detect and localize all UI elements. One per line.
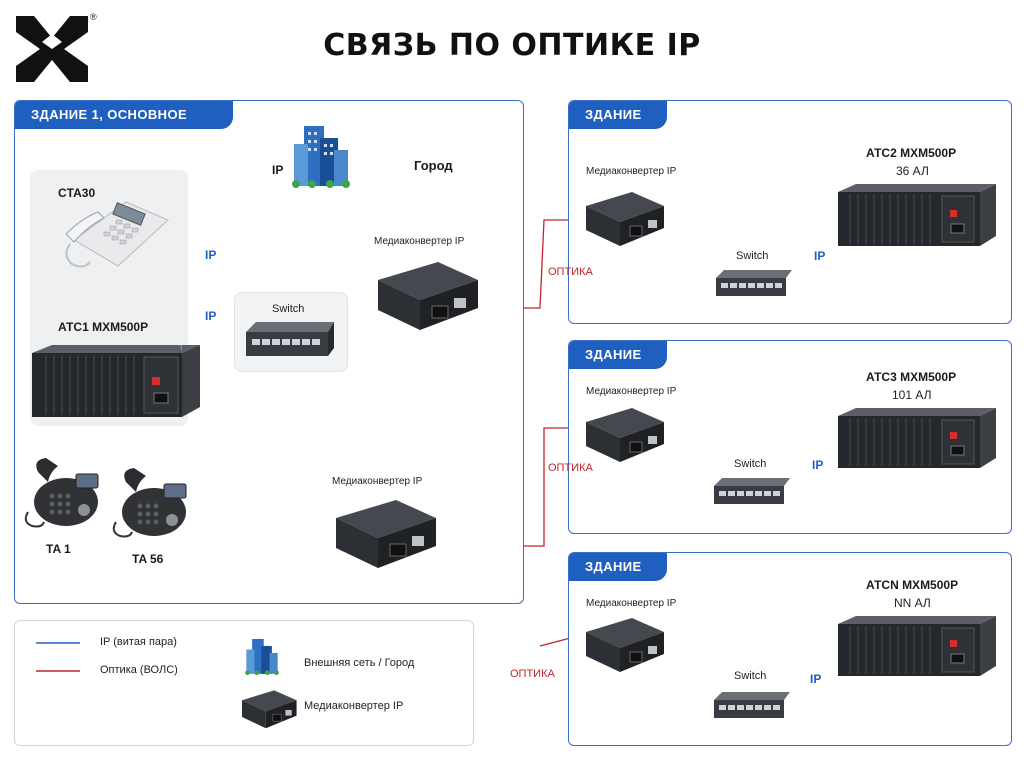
legend-mc-icon — [242, 690, 297, 729]
analog-phone-ta56-icon — [112, 468, 187, 538]
b2-pbx-name: АТС2 MXM500P — [866, 146, 957, 160]
bn-pbx-lines: NN АЛ — [894, 596, 931, 610]
b2-pbx-rack-icon — [838, 184, 996, 246]
media-converter-upper-icon — [378, 262, 478, 330]
b3-pbx-rack-icon — [838, 408, 996, 468]
main-switch-label: Switch — [272, 303, 305, 315]
mc-lower-label: Медиаконвертер IP — [332, 476, 423, 487]
b3-pbx-name: АТС3 MXM500P — [866, 370, 957, 384]
b2-media-converter-icon — [586, 192, 664, 246]
bn-mc-label: Медиаконвертер IP — [586, 598, 677, 609]
page-title: СВЯЗЬ ПО ОПТИКЕ IP — [323, 28, 701, 63]
legend-ip-label: IP (витая пара) — [100, 636, 177, 648]
b2-switch-icon — [716, 270, 792, 296]
city-ip-label: IP — [272, 163, 284, 177]
b3-media-converter-icon — [586, 408, 664, 462]
bn-switch-label: Switch — [734, 670, 767, 682]
building-3-tab: ЗДАНИЕ 3 — [569, 341, 667, 390]
b3-ip-label: IP — [812, 458, 824, 472]
legend-city-label: Внешняя сеть / Город — [304, 657, 415, 669]
bn-pbx-rack-icon — [838, 616, 996, 676]
pbx-main-label: АТС1 MXM500P — [58, 320, 149, 334]
main-switch-icon — [246, 322, 334, 356]
b3-switch-icon — [714, 478, 790, 504]
pbx-rack-icon — [32, 345, 200, 417]
bn-switch-icon — [714, 692, 790, 718]
mc-upper-label: Медиаконвертер IP — [374, 236, 465, 247]
legend-ip-swatch — [36, 642, 80, 644]
building-main-tab: ЗДАНИЕ 1, ОСНОВНОЕ — [15, 101, 233, 129]
ip-label-phone: IP — [205, 248, 217, 262]
b2-pbx-lines: 36 АЛ — [896, 164, 929, 178]
registered-mark: ® — [90, 12, 97, 22]
legend-optic-label: Оптика (ВОЛС) — [100, 664, 178, 676]
media-converter-lower-icon — [336, 500, 436, 568]
city-buildings-icon — [292, 126, 350, 188]
ip-label-pbx: IP — [205, 309, 217, 323]
b2-ip-label: IP — [814, 249, 826, 263]
mxm-logo — [16, 16, 88, 82]
legend-box — [14, 620, 474, 746]
b2-optics-label: ОПТИКА — [548, 266, 593, 278]
building-2-tab: ЗДАНИЕ 2 — [569, 101, 667, 150]
bn-optics-label: ОПТИКА — [510, 668, 555, 680]
bn-media-converter-icon — [586, 618, 664, 672]
building-n-tab: ЗДАНИЕ N — [569, 553, 667, 602]
b2-mc-label: Медиаконвертер IP — [586, 166, 677, 177]
legend-city-icon — [245, 639, 279, 675]
b3-switch-label: Switch — [734, 458, 767, 470]
analog-phone-ta1-icon — [24, 458, 99, 528]
ta1-label: TA 1 — [46, 542, 71, 556]
phone-label: CTA30 — [58, 186, 96, 200]
ip-desk-phone-icon — [65, 201, 169, 268]
legend-mc-label: Медиаконвертер IP — [304, 700, 404, 712]
bn-ip-label: IP — [810, 672, 822, 686]
b3-optics-label: ОПТИКА — [548, 462, 593, 474]
b3-pbx-lines: 101 АЛ — [892, 388, 932, 402]
ta56-label: TA 56 — [132, 552, 164, 566]
city-label: Город — [414, 158, 453, 173]
legend-optic-swatch — [36, 670, 80, 672]
bn-pbx-name: АТСN MXM500P — [866, 578, 959, 592]
b2-switch-label: Switch — [736, 250, 769, 262]
b3-mc-label: Медиаконвертер IP — [586, 386, 677, 397]
